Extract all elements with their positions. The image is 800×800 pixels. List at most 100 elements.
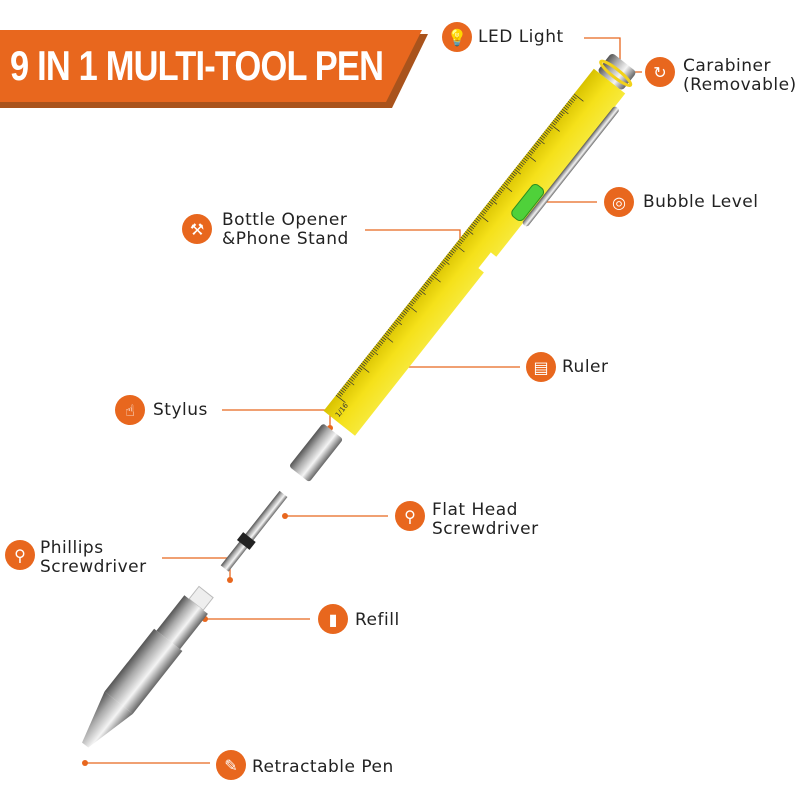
ruler-tick [503,182,509,186]
ruler-tick [393,321,399,326]
ruler-tick [399,313,405,318]
ruler-tick [548,125,553,130]
ruler-tick [445,255,451,260]
ruler-tick [502,183,513,192]
feature-label: Bottle Opener&Phone Stand [222,211,349,249]
carabiner-ring [599,59,633,87]
ruler-tick [477,216,482,220]
ruler-tick [359,364,370,373]
pen-body [323,68,626,436]
ruler-tick [506,178,512,182]
banner-title: 9 IN 1 MULTI-TOOL PEN [10,42,384,89]
ruler-tick [481,210,486,215]
ruler-tick [478,214,489,223]
feature-label-line2: (Removable) [683,75,797,95]
ruler-tick [526,153,537,162]
ruler-tick [346,381,351,386]
ruler-tick [560,110,565,115]
ruler-tick [420,287,425,292]
knurled-grip [104,628,183,714]
feature-label-line1: Phillips [40,538,104,558]
ruler-tick [511,172,516,177]
ruler-tick [450,249,455,254]
ruler-tick [433,270,439,275]
ruler-tick [444,257,449,262]
ruler-tick [505,180,510,184]
ruler-tick [396,317,402,322]
ruler-tick [398,315,403,320]
ruler-tick [447,253,452,258]
ruler-tick [362,361,367,365]
carabiner-icon: ↻ [645,57,675,87]
ruler-tick [551,121,556,126]
ruler-tick [349,377,354,382]
ruler-tick [500,185,506,190]
ruler-tick [536,140,541,145]
ruler-tick [414,295,419,299]
ruler-tick [407,304,418,313]
feature-label-line1: Retractable Pen [252,757,394,777]
ruler-tick [375,344,381,348]
feature-label-line1: Refill [355,610,400,630]
ruler-tick [545,129,550,134]
ruler-tick [439,263,445,267]
ruler-tick [541,135,546,139]
ruler-tick [564,104,570,109]
ruler-tick [435,268,440,273]
ruler-tick [484,206,489,211]
bubble-level [511,184,545,222]
ruler-tick [358,366,363,371]
ruler-tick [438,264,443,269]
ruler-tick [361,362,366,367]
ruler-tick [386,330,391,335]
ruler-tick [411,298,416,303]
ruler-tick [512,170,518,175]
ruler-tick [462,234,467,239]
ruler-tick [377,342,382,346]
pen-grip-top [156,595,208,650]
ruler-tick [524,155,530,160]
ruler-tick [410,300,415,305]
screwdriver-icon: ⚲ [395,501,425,531]
feature-label-line1: Ruler [562,357,609,377]
ruler-tick [390,325,396,329]
ruler-tick [423,283,428,288]
banner [0,30,422,102]
ruler-tick [392,323,397,328]
ruler-tick [569,99,574,103]
ruler-tick [369,351,375,356]
ruler-tick [530,148,535,152]
feature-label-line1: Bubble Level [643,192,759,212]
ruler-tick [378,340,384,344]
ruler-tick [387,329,393,333]
ruler-tick [364,359,369,363]
ruler-tick [401,312,406,316]
ruler-tick [384,332,390,337]
ruler-tick [480,212,485,216]
ruler-tick [365,357,370,361]
ruler-tick [509,174,515,179]
feature-label-line1: Bottle Opener [222,210,348,230]
level-icon: ◎ [604,187,634,217]
ruler-tick [368,353,373,358]
feature-label-line2: &Phone Stand [222,229,349,249]
ruler-tick [463,232,469,237]
ruler-tick [457,240,463,245]
ruler-tick [408,302,414,307]
pen-tip-cone [82,691,133,748]
feature-label: Refill [355,611,400,630]
ruler-tick [538,138,545,145]
ruler-tick [430,274,441,283]
ruler-tick [491,197,497,201]
ruler-tick [371,349,379,356]
feature-label: Carabiner(Removable) [683,57,797,95]
ruler-tick [380,338,385,343]
ruler-tick [488,200,494,205]
ruler-tick [535,142,540,147]
feature-label-line1: Flat Head [432,500,518,520]
ruler-tick [554,118,559,122]
ruler-tick [539,136,544,141]
ruler-tick [432,272,437,277]
ruler-tick [552,119,558,124]
